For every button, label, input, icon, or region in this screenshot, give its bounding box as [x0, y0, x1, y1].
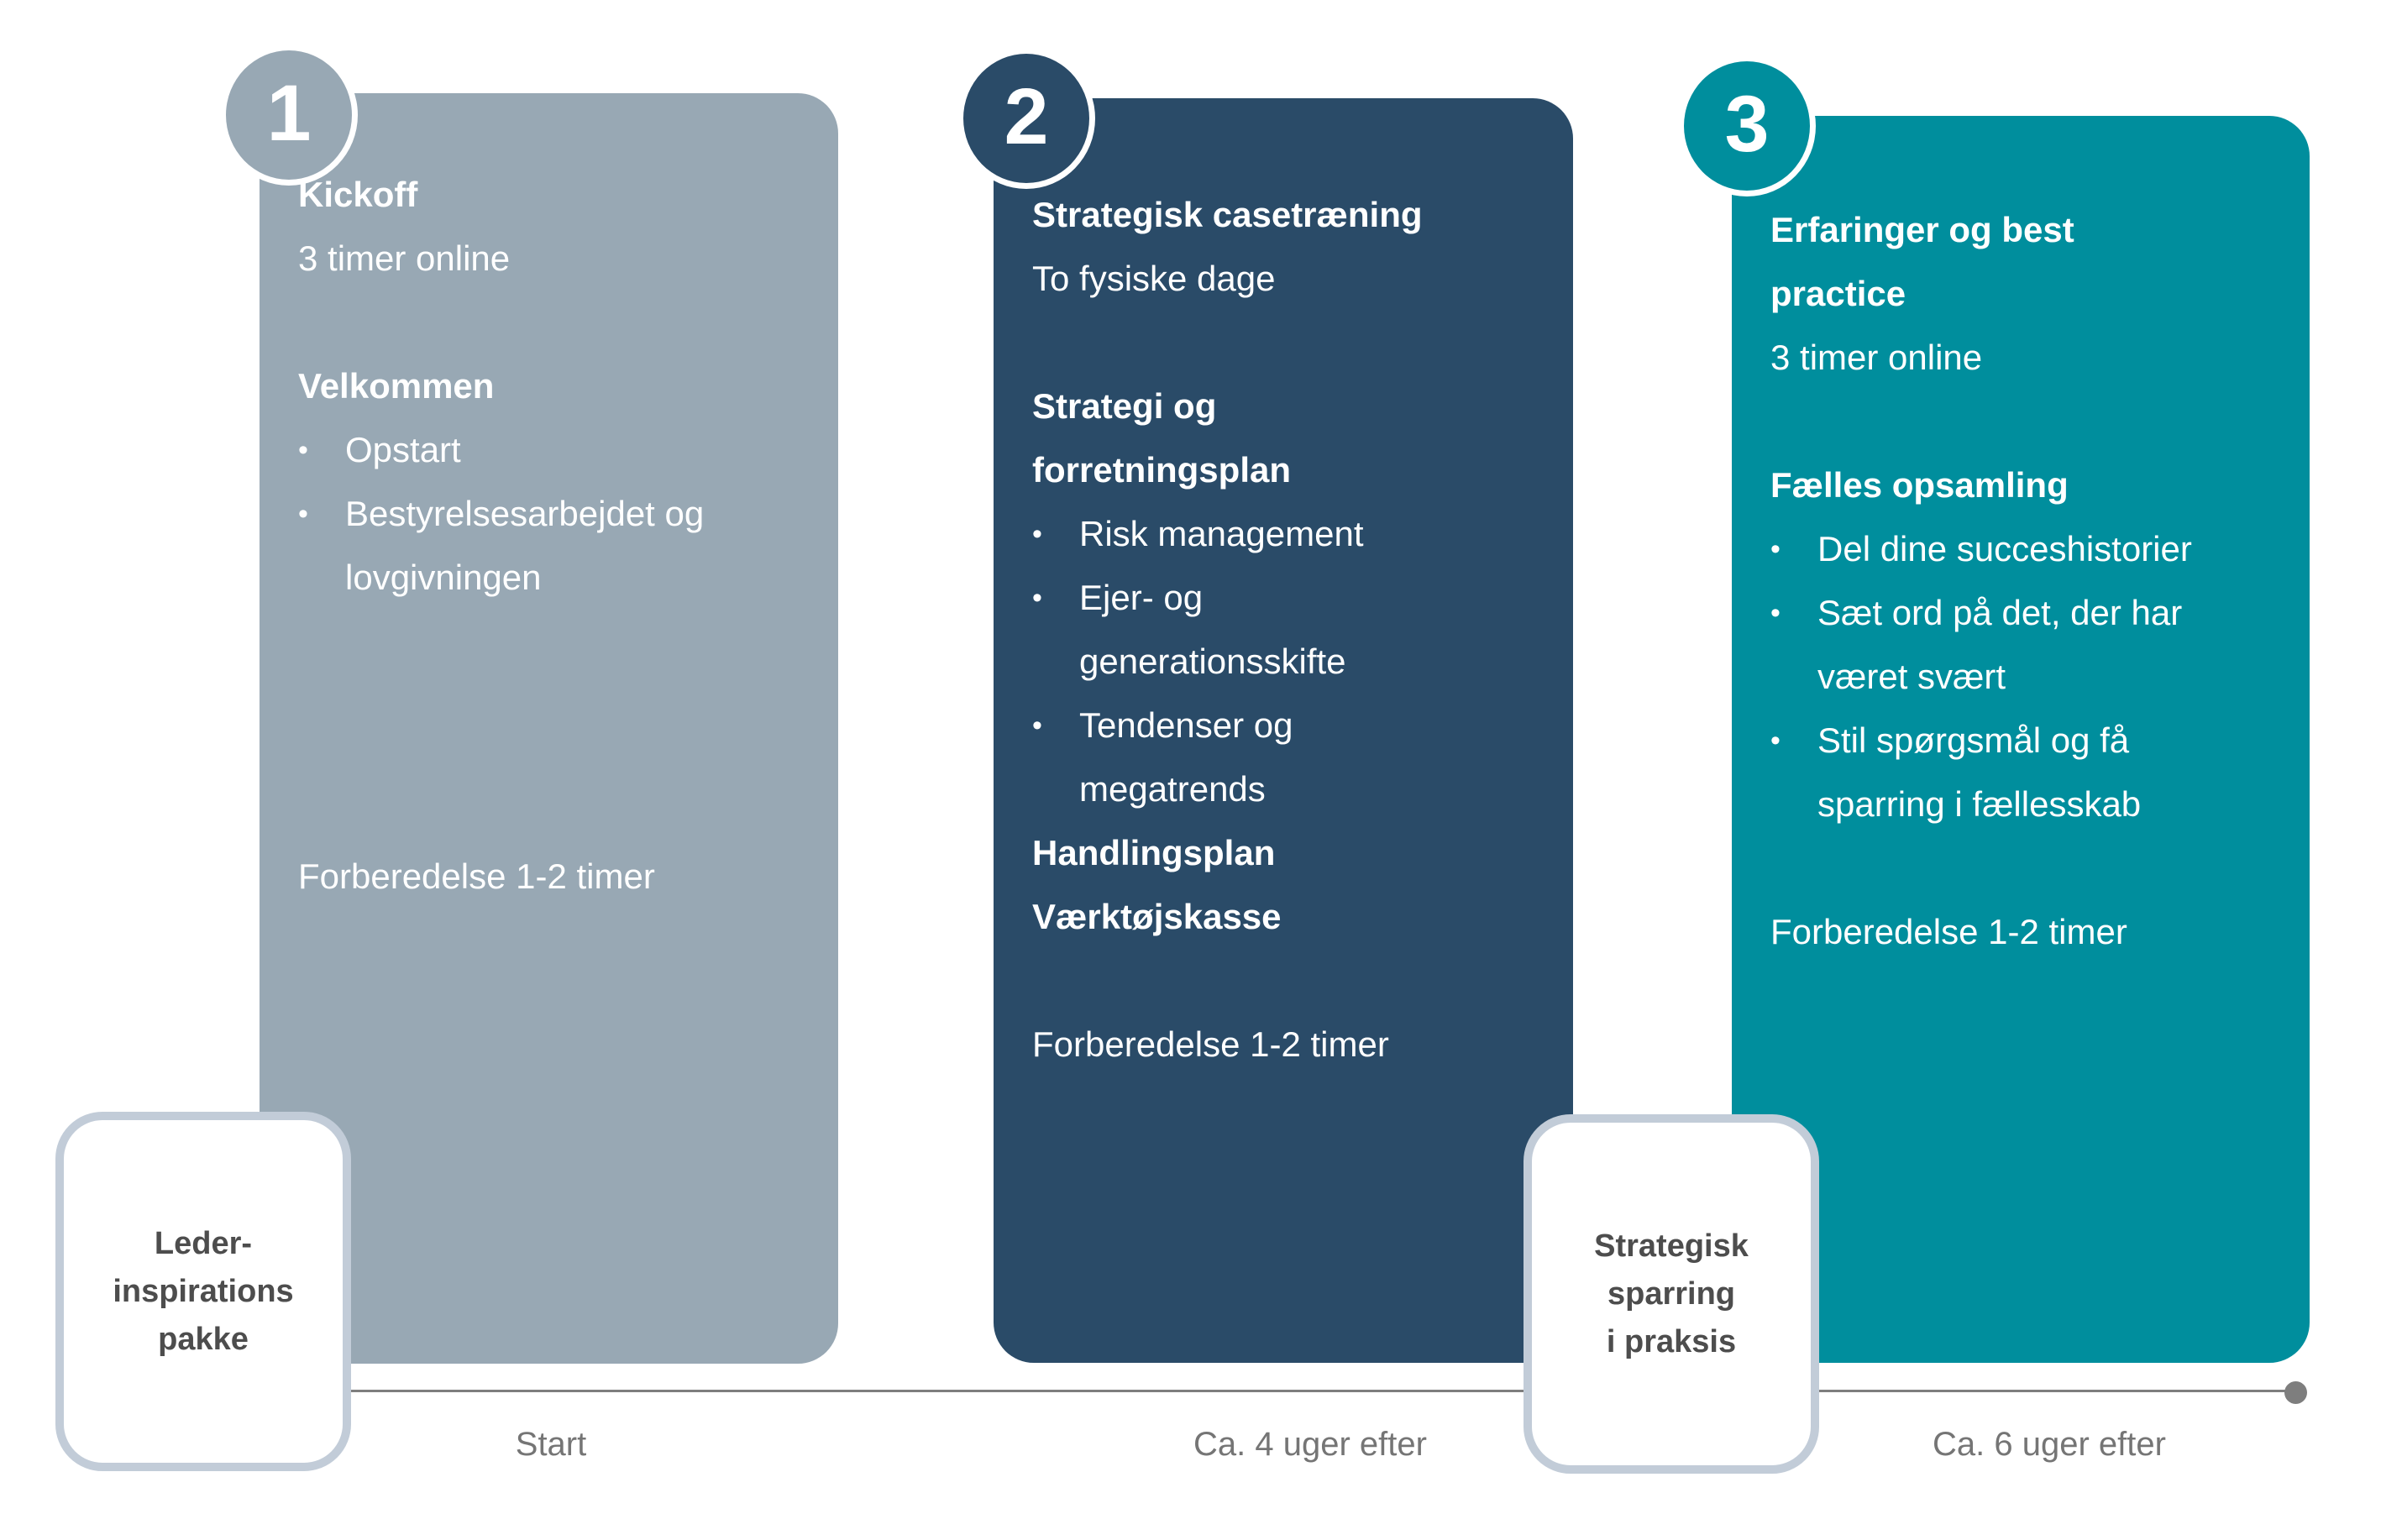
timeline-label-4-weeks: Ca. 4 uger efter	[1193, 1426, 1427, 1463]
bullet-text: Del dine succeshistorier	[1817, 529, 2192, 568]
bullet-text: Risk management	[1079, 514, 1364, 553]
phase-3-subtitle: 3 timer online	[1770, 338, 1983, 377]
phase-3-footer: Forberedelse 1-2 timer	[1770, 912, 2127, 951]
bullet-item: • Del dine succeshistorier	[1770, 517, 2273, 581]
phase-3-number: 3	[1724, 79, 1770, 169]
phase-card-3: Erfaringer og best practice 3 timer onli…	[1732, 116, 2310, 1363]
phase-2-number: 2	[1004, 71, 1049, 161]
phase-2-bold-line: Handlingsplan	[1032, 833, 1276, 872]
phase-3-section-heading: Fælles opsamling	[1770, 465, 2069, 505]
phase-1-subtitle: 3 timer online	[298, 238, 511, 278]
phase-card-1: Kickoff 3 timer online Velkommen • Opsta…	[260, 93, 838, 1364]
timeline-label-start: Start	[515, 1426, 587, 1463]
bullet-text: Sæt ord på det, der har været svært	[1817, 593, 2183, 696]
bullet-item: • Ejer- og generationsskifte	[1032, 566, 1536, 694]
phase-2-number-badge: 2	[957, 48, 1095, 189]
strategic-sparring-box: Strategisk sparring i praksis	[1524, 1114, 1819, 1474]
bullet-dot-icon: •	[298, 498, 308, 530]
bullet-text: Tendenser og megatrends	[1079, 705, 1293, 809]
phase-2-title: Strategisk casetræning	[1032, 195, 1423, 234]
bullet-text: Ejer- og generationsskifte	[1079, 578, 1346, 681]
bullet-item: • Stil spørgsmål og få sparring i fælles…	[1770, 709, 2273, 836]
bullet-dot-icon: •	[1032, 582, 1042, 614]
bullet-dot-icon: •	[1032, 518, 1042, 550]
bullet-dot-icon: •	[1032, 710, 1042, 741]
phase-1-number: 1	[266, 68, 312, 158]
phase-card-3-body: Erfaringer og best practice 3 timer onli…	[1732, 116, 2310, 964]
bullet-text: Opstart	[345, 430, 461, 469]
bullet-text: Stil spørgsmål og få sparring i fællessk…	[1817, 720, 2142, 824]
phase-2-footer: Forberedelse 1-2 timer	[1032, 1024, 1389, 1064]
phase-2-subtitle: To fysiske dage	[1032, 259, 1276, 298]
bullet-dot-icon: •	[1770, 725, 1781, 757]
bullet-text: Bestyrelsesarbejdet og lovgivningen	[345, 494, 705, 597]
phase-card-2: Strategisk casetræning To fysiske dage S…	[994, 98, 1573, 1363]
bullet-dot-icon: •	[298, 434, 308, 466]
bullet-dot-icon: •	[1770, 533, 1781, 565]
phase-1-section-heading: Velkommen	[298, 366, 495, 406]
phase-1-title: Kickoff	[298, 175, 418, 214]
phase-3-number-badge: 3	[1678, 55, 1816, 196]
leader-inspiration-package-label: Leder- inspirations pakke	[113, 1225, 294, 1357]
timeline-label-6-weeks: Ca. 6 uger efter	[1933, 1426, 2166, 1463]
timeline-end-dot	[2284, 1381, 2307, 1404]
timeline-line	[252, 1390, 2303, 1392]
bullet-item: • Risk management	[1032, 502, 1536, 566]
bullet-item: • Tendenser og megatrends	[1032, 694, 1536, 821]
strategic-sparring-label: Strategisk sparring i praksis	[1594, 1228, 1749, 1359]
phase-card-2-body: Strategisk casetræning To fysiske dage S…	[994, 98, 1573, 1076]
phase-3-title: Erfaringer og best practice	[1770, 210, 2074, 313]
bullet-item: • Bestyrelsesarbejdet og lovgivningen	[298, 482, 801, 610]
bullet-item: • Sæt ord på det, der har været svært	[1770, 581, 2273, 709]
phase-2-bold-line: Værktøjskasse	[1032, 897, 1282, 936]
phase-1-footer: Forberedelse 1-2 timer	[298, 856, 655, 896]
phase-card-1-body: Kickoff 3 timer online Velkommen • Opsta…	[260, 93, 838, 909]
phase-1-number-badge: 1	[220, 45, 358, 186]
bullet-item: • Opstart	[298, 418, 801, 482]
leader-inspiration-package-box: Leder- inspirations pakke	[55, 1112, 351, 1471]
bullet-dot-icon: •	[1770, 597, 1781, 629]
phase-2-section-heading: Strategi og forretningsplan	[1032, 386, 1292, 490]
